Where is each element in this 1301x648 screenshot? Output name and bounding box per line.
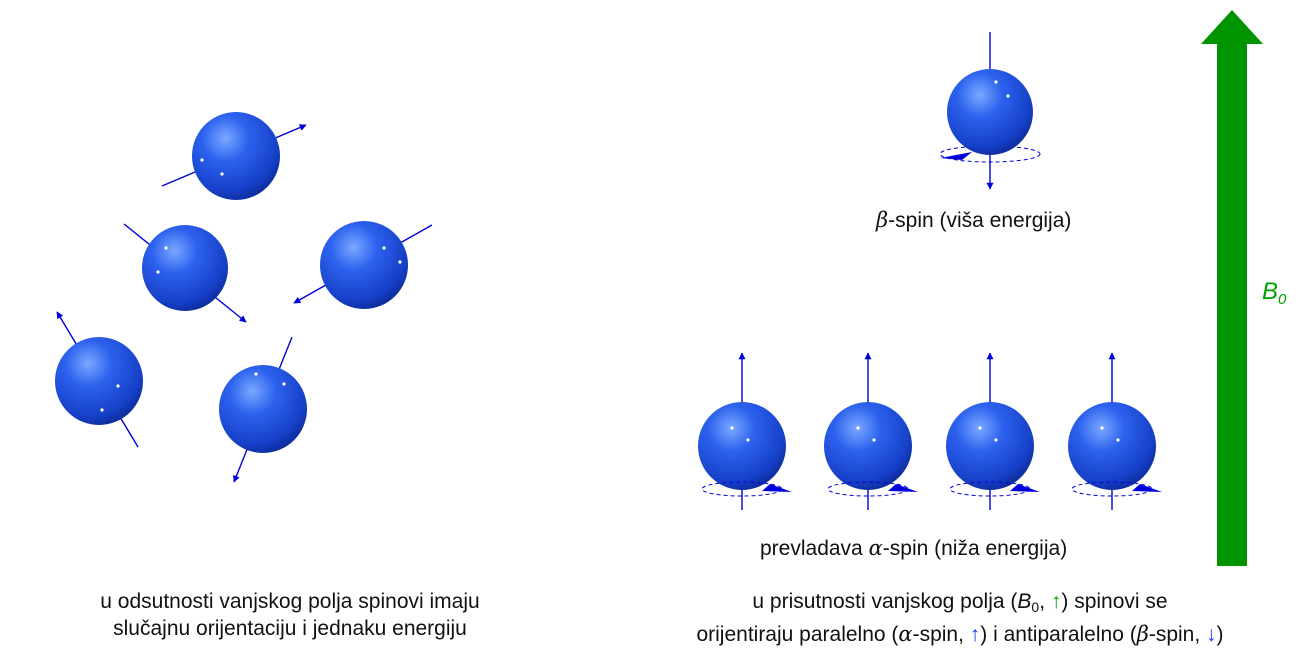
random-spin-5 <box>219 336 307 483</box>
field-b0-arrow <box>1201 10 1263 566</box>
left-caption-line1: u odsutnosti vanjskog polja spinovi imaj… <box>100 590 480 613</box>
right-caption-line2: orijentiraju paralelno (α-spin, ↑) i ant… <box>696 622 1224 646</box>
random-spin-3 <box>293 221 433 309</box>
left-caption: u odsutnosti vanjskog polja spinovi imaj… <box>60 588 520 642</box>
beta-spin-label: β-spin (viša energija) <box>876 208 1072 232</box>
beta-spin <box>939 32 1041 190</box>
alpha-spin-4 <box>1068 352 1162 510</box>
right-caption: u prisutnosti vanjskog polja (B0, ↑) spi… <box>640 588 1280 648</box>
left-caption-line2: slučajnu orijentaciju i jednaku energiju <box>113 617 467 640</box>
alpha-spin-3 <box>946 352 1040 510</box>
alpha-spin-2 <box>824 352 918 510</box>
right-caption-line1: u prisutnosti vanjskog polja (B0, ↑) spi… <box>752 590 1168 615</box>
alpha-spin-1 <box>698 352 792 510</box>
alpha-spin-label: prevladava α-spin (niža energija) <box>760 536 1068 560</box>
random-spin-4 <box>55 311 143 448</box>
field-b0-label: B0 <box>1262 278 1287 308</box>
random-spin-1 <box>161 112 307 200</box>
random-spin-2 <box>123 223 247 323</box>
